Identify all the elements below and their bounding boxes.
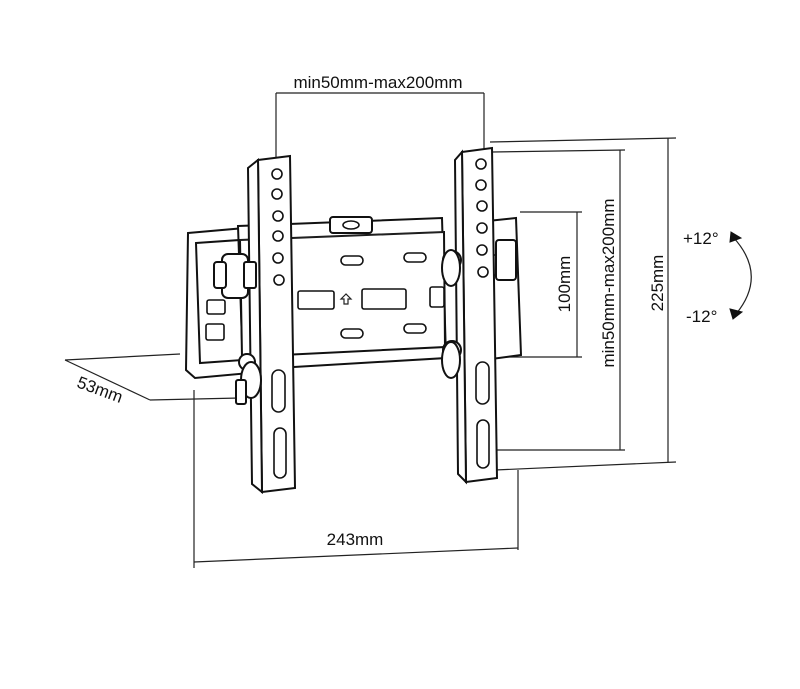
depth-label: 53mm bbox=[74, 373, 125, 407]
up-arrow-icon bbox=[339, 293, 353, 305]
center-label: 100mm bbox=[555, 256, 574, 313]
tilt-knob bbox=[213, 253, 257, 299]
width-dimension: 243mm bbox=[193, 390, 519, 568]
right-arm-holes bbox=[475, 158, 490, 469]
left-arm bbox=[213, 154, 297, 495]
tilt-arc bbox=[732, 236, 752, 315]
height-dimension: 225mm bbox=[489, 137, 677, 471]
vertical-vesa-dimension: min50mm-max200mm bbox=[491, 149, 626, 451]
left-arm-holes bbox=[271, 168, 287, 479]
tilt-arrow-up-icon bbox=[729, 231, 743, 243]
right-arm bbox=[441, 146, 517, 485]
top-width-dimension: min50mm-max200mm bbox=[275, 73, 485, 157]
vertical-vesa-label: min50mm-max200mm bbox=[599, 198, 618, 367]
top-width-label: min50mm-max200mm bbox=[293, 73, 462, 92]
tilt-down-label: -12° bbox=[686, 307, 717, 326]
tilt-indicator: +12° -12° bbox=[683, 229, 752, 326]
width-label: 243mm bbox=[327, 530, 384, 549]
height-label: 225mm bbox=[648, 255, 667, 312]
tilt-up-label: +12° bbox=[683, 229, 719, 248]
tilt-arrow-down-icon bbox=[729, 308, 744, 320]
